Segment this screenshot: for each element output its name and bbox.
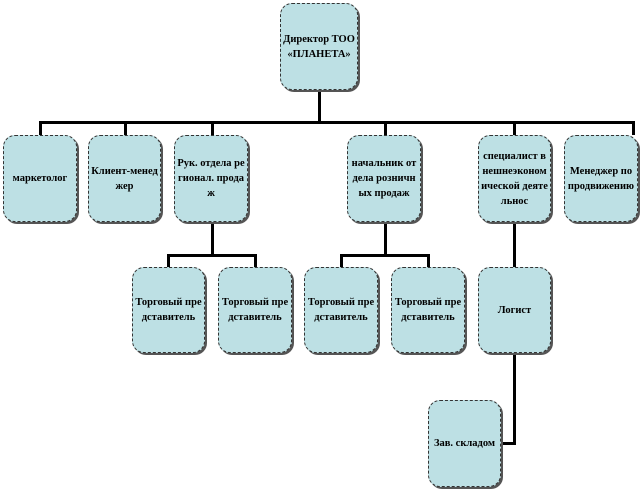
connector — [211, 121, 214, 135]
connector — [167, 254, 170, 267]
connector — [318, 90, 321, 123]
node-sales-rep: Торговый представитель — [218, 267, 292, 353]
connector — [254, 254, 257, 267]
connector — [513, 222, 516, 267]
connector — [632, 121, 635, 135]
node-logistician: Логист — [478, 267, 551, 353]
connector — [39, 121, 42, 135]
node-foreign-trade-specialist: специалист внешнеэкономической деятельно… — [478, 135, 551, 222]
node-promotion-manager: Менеджер по продвижению — [564, 135, 638, 222]
connector — [340, 254, 430, 257]
connector — [513, 353, 516, 445]
connector — [211, 222, 214, 256]
node-sales-rep: Торговый представитель — [304, 267, 378, 353]
connector — [39, 121, 635, 124]
node-director: Директор ТОО «ПЛАНЕТА» — [280, 3, 358, 90]
connector — [427, 254, 430, 267]
node-regional-sales-head: Рук. отдела регионал. продаж — [174, 135, 248, 222]
node-warehouse-head: Зав. складом — [428, 400, 501, 487]
connector — [124, 121, 127, 135]
node-sales-rep: Торговый представитель — [132, 267, 205, 353]
connector — [340, 254, 343, 267]
node-marketer: маркетолог — [3, 135, 77, 222]
connector — [384, 121, 387, 135]
connector — [513, 121, 516, 135]
connector — [501, 442, 516, 445]
node-client-manager: Клиент-менеджер — [88, 135, 161, 222]
node-sales-rep: Торговый представитель — [391, 267, 465, 353]
connector — [384, 222, 387, 256]
connector — [167, 254, 257, 257]
node-retail-sales-head: начальник отдела розничных продаж — [347, 135, 421, 222]
